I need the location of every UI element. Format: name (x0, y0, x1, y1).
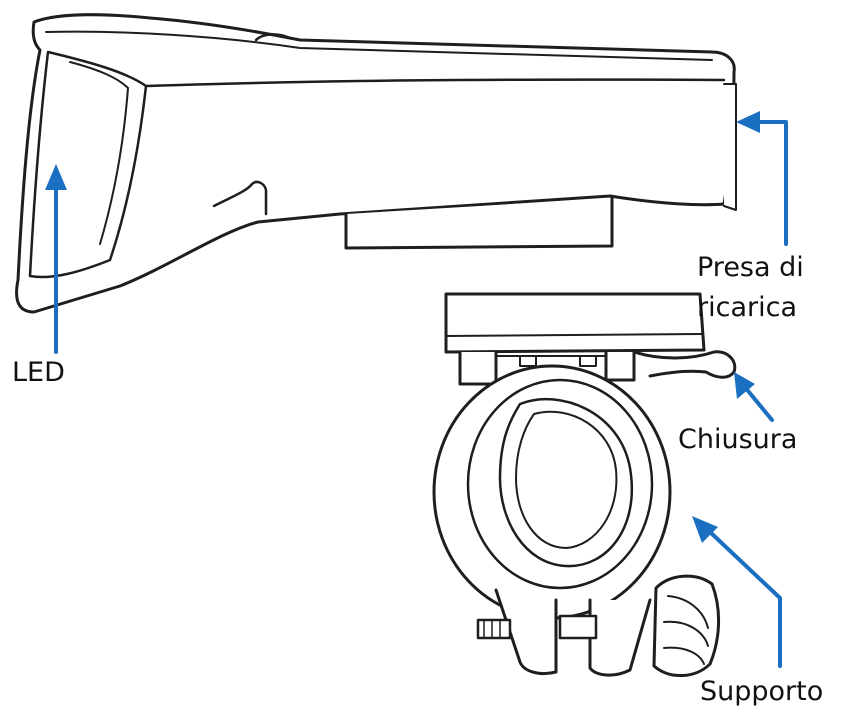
arrowhead-presa (736, 111, 760, 133)
charging-port-label-line2: ricarica (697, 292, 797, 324)
mount-label: Supporto (700, 676, 823, 708)
led-label: LED (12, 357, 65, 389)
arrowhead-supporto (692, 516, 718, 543)
charging-port-label-line1: Presa di (697, 252, 804, 284)
arrow-chiusura (744, 386, 772, 420)
mount-clamp (434, 294, 735, 676)
arrow-presa (754, 122, 786, 244)
latch-label: Chiusura (678, 424, 797, 456)
lamp-body (17, 15, 736, 312)
arrow-supporto (710, 532, 780, 666)
